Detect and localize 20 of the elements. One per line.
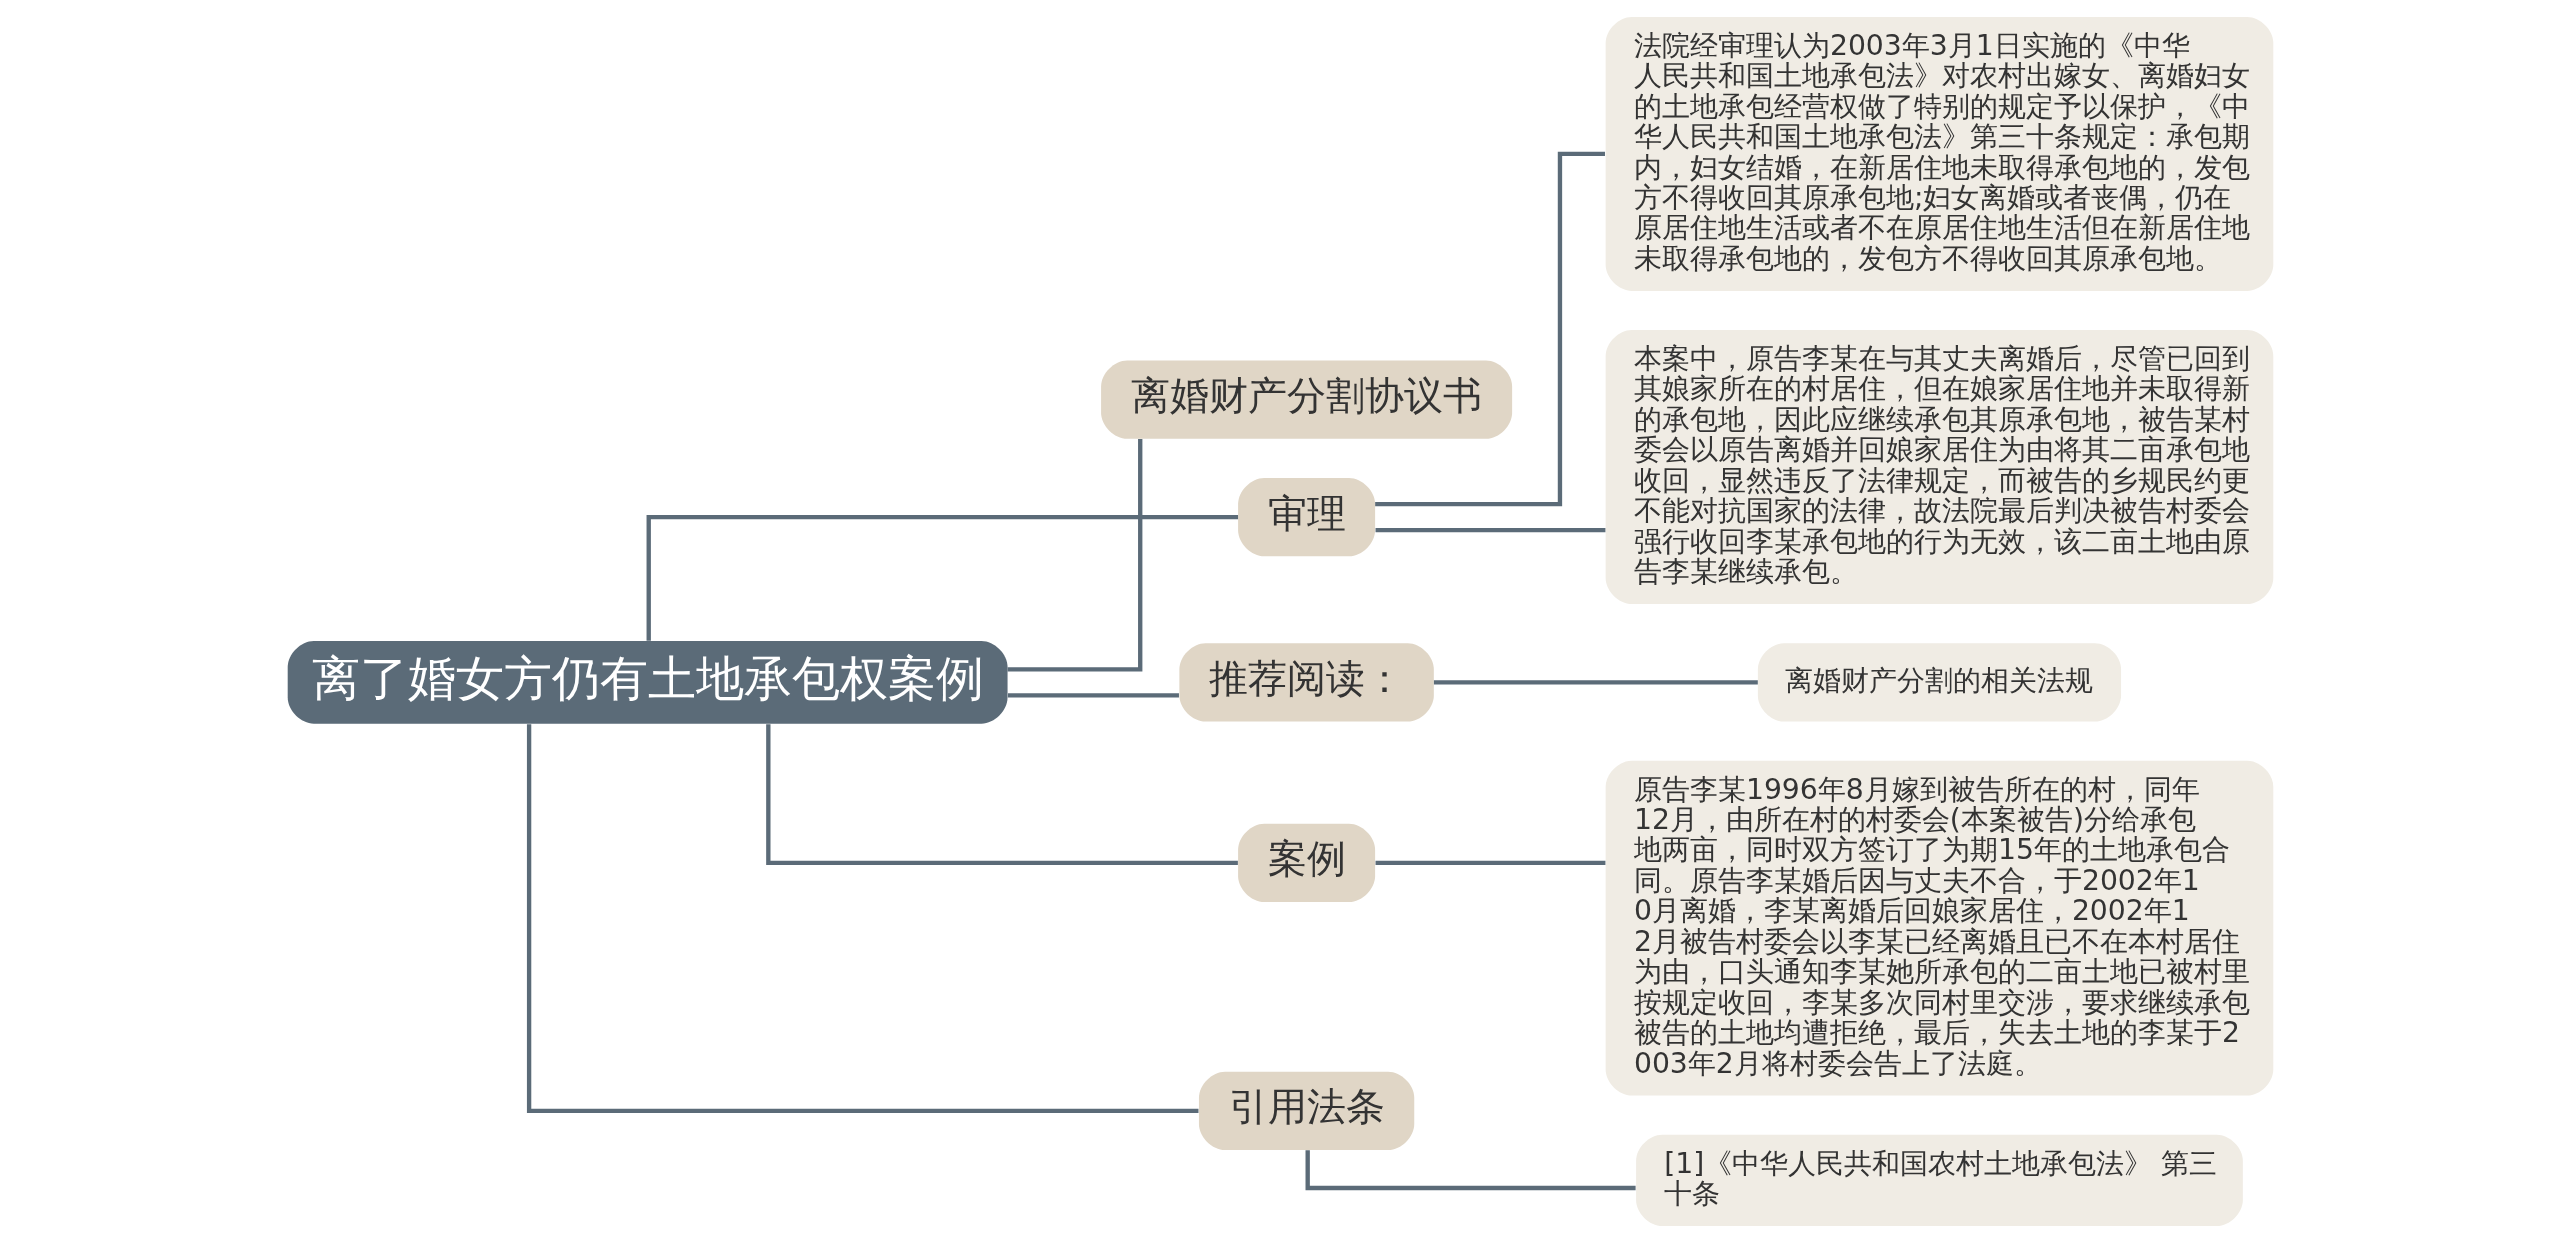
connector	[1007, 438, 1142, 672]
connector	[765, 724, 1238, 866]
node-box: 法院经审理认为2003年3月1日实施的《中华人民共和国土地承包法》对农村出嫁女、离婚妇女的土地承包经营权做了特别的规定予以保护，《中华人民共和国土地承包法》第三十条规定：承包期内，妇女结婚，在新居住地未取得承包地的，发包方不得收回其原承包地;妇女离婚或者丧偶，仍在原居住地生活或者不在原居住地生活但在新居住地未取得承包地的，发包方不得收回其原承包地。	[1605, 16, 2273, 291]
node-box: 离了婚女方仍有土地承包权案例	[287, 641, 1008, 724]
node-box: 离婚财产分割的相关法规	[1757, 643, 2121, 722]
connector	[1007, 693, 1179, 698]
node-box: 引用法条	[1198, 1071, 1414, 1150]
connector	[1375, 528, 1605, 533]
node-box: 离婚财产分割协议书	[1100, 360, 1512, 439]
connector	[1374, 151, 1605, 507]
connector	[526, 724, 1198, 1113]
node-box: 原告李某1996年8月嫁到被告所在的村，同年12月，由所在村的村委会(本案被告)分给承包地两亩，同时双方签订了为期15年的土地承包合同。原告李某婚后因与丈夫不合，于2002年10月离婚，李某离婚后回娘家居住，2002年12月被告村委会以李某已经离婚且已不在本村居住为由，口头通知李某她所承包的二亩土地已被村里按规定收回，李某多次同村里交涉，要求继续承包被告的土地均遭拒绝，最后，失去土地的李某于2003年2月将村委会告上了法庭。	[1605, 760, 2273, 1096]
connector	[1375, 860, 1605, 866]
connector	[1433, 680, 1758, 685]
node-box: 审理	[1237, 477, 1375, 557]
node-box: 推荐阅读：	[1178, 643, 1434, 722]
connector	[646, 514, 1238, 641]
node-box: 案例	[1237, 823, 1375, 903]
node-box: [1]《中华人民共和国农村土地承包法》 第三十条	[1635, 1134, 2243, 1227]
node-box: 本案中，原告李某在与其丈夫离婚后，尽管已回到其娘家所在的村居住，但在娘家居住地并未取得新的承包地，因此应继续承包其原承包地，被告某村委会以原告离婚并回娘家居住为由将其二亩承包地收回，显然违反了法律规定，而被告的乡规民约更不能对抗国家的法律，故法院最后判决被告村委会强行收回李某承包地的行为无效，该二亩土地由原告李某继续承包。	[1605, 330, 2273, 605]
